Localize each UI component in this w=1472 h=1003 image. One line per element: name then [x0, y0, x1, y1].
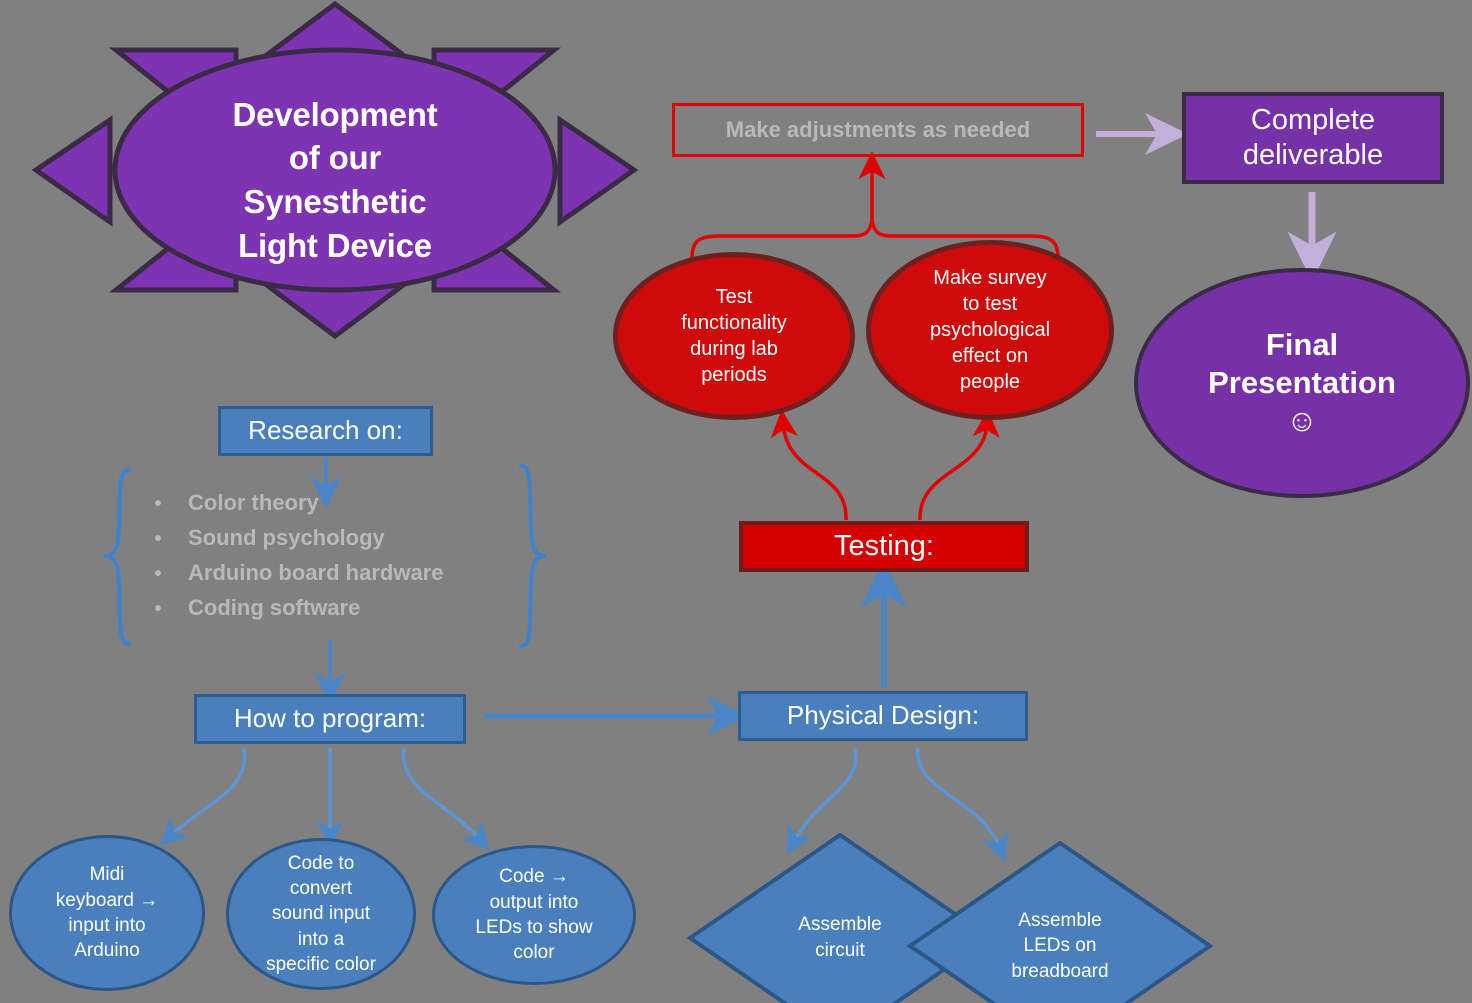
list-item: • Coding software [128, 595, 528, 630]
testing-header-box[interactable]: Testing: [739, 521, 1029, 572]
list-item-label: Sound psychology [188, 525, 385, 550]
arrow-design-to-assemble-circuit [787, 747, 858, 856]
physical-design-box[interactable]: Physical Design: [738, 691, 1028, 741]
research-header-box[interactable]: Research on: [218, 406, 433, 456]
list-item: • Arduino board hardware [128, 560, 528, 595]
list-item-label: Arduino board hardware [188, 560, 444, 585]
list-item: • Color theory [128, 490, 528, 525]
research-bullet-list: • Color theory • Sound psychology • Ardu… [128, 490, 528, 630]
how-to-program-box[interactable]: How to program: [194, 694, 466, 744]
arrow-testing-to-make-survey [918, 409, 1000, 521]
arrow-program-to-midi [159, 747, 247, 846]
bullet-icon: • [154, 493, 162, 515]
arrow-program-to-code-output [401, 747, 490, 852]
list-item: • Sound psychology [128, 525, 528, 560]
bullet-icon: • [154, 563, 162, 585]
make-adjustments-box[interactable]: Make adjustments as needed [672, 103, 1084, 157]
arrow-testing-to-test-functionality [770, 409, 848, 521]
brace-left-icon [103, 468, 131, 646]
bullet-icon: • [154, 528, 162, 550]
list-item-label: Coding software [188, 595, 361, 620]
arrow-design-to-assemble-leds [916, 747, 1009, 862]
bullet-icon: • [154, 598, 162, 620]
list-item-label: Color theory [188, 490, 319, 515]
